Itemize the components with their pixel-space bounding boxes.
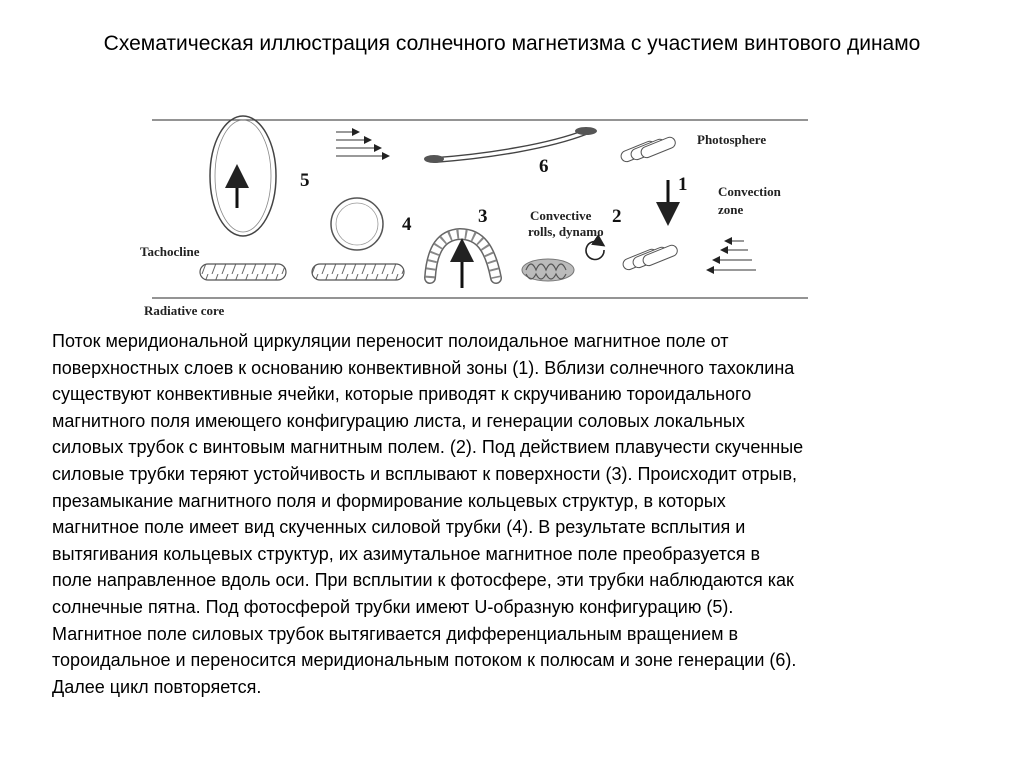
description-line: магнитное поле имеет вид скученных силов… bbox=[52, 517, 746, 538]
surface-arched-tube bbox=[424, 127, 597, 163]
solar-dynamo-diagram: Photosphere Convection zone Tachocline R… bbox=[140, 115, 808, 318]
step-number-3: 3 bbox=[478, 206, 488, 227]
rising-twisted-tube bbox=[424, 227, 502, 288]
step-number-5: 5 bbox=[300, 170, 310, 191]
convective-rolls-label-line2: rolls, dynamo bbox=[528, 224, 604, 239]
description-line: силовые трубки теряют устойчивость и всп… bbox=[52, 463, 798, 484]
surface-tube-bundle bbox=[620, 136, 676, 163]
convective-rolls-label-line1: Convective bbox=[530, 208, 592, 223]
description-line: презамыкание магнитного поля и формирова… bbox=[52, 490, 726, 511]
photosphere-label: Photosphere bbox=[697, 132, 766, 147]
description-line: вытягивания кольцевых структур, их азиму… bbox=[52, 543, 761, 564]
u-shaped-flux-loop bbox=[209, 115, 277, 237]
description-text: Поток меридиональной циркуляции переноси… bbox=[52, 328, 1012, 700]
deep-tube-bundle bbox=[622, 244, 678, 271]
description-line: солнечные пятна. Под фотосферой трубки и… bbox=[52, 596, 734, 617]
radiative-core-label: Radiative core bbox=[144, 303, 224, 318]
description-line: существуют конвективные ячейки, которые … bbox=[52, 384, 752, 405]
description-line: магнитного поля имеющего конфигурацию ли… bbox=[52, 410, 745, 431]
step-number-4: 4 bbox=[402, 214, 412, 235]
convection-zone-label-line1: Convection bbox=[718, 184, 782, 199]
description-line: силовых трубок с винтовым магнитным поле… bbox=[52, 437, 804, 458]
description-line: тороидальное и переносится меридиональны… bbox=[52, 650, 797, 671]
convection-zone-label-line2: zone bbox=[718, 202, 744, 217]
description-line: Поток меридиональной циркуляции переноси… bbox=[52, 331, 729, 351]
description-line: поверхностных слоев к основанию конвекти… bbox=[52, 357, 795, 378]
description-line: поле направленное вдоль оси. При всплыти… bbox=[52, 570, 794, 591]
surface-flow-arrows bbox=[336, 128, 390, 160]
tachocline-flux-tube-1 bbox=[199, 263, 287, 281]
deep-flow-arrows bbox=[706, 237, 756, 274]
tachocline-label: Tachocline bbox=[140, 244, 200, 259]
step-number-6: 6 bbox=[539, 156, 549, 177]
tachocline-flux-tube-2 bbox=[311, 263, 405, 281]
convective-rolls bbox=[521, 234, 606, 282]
description-line: Далее цикл повторяется. bbox=[52, 676, 262, 697]
step-number-1: 1 bbox=[678, 174, 688, 195]
description-line: Магнитное поле силовых трубок вытягивает… bbox=[52, 623, 739, 644]
page-title: Схематическая иллюстрация солнечного маг… bbox=[103, 32, 921, 55]
step-number-2: 2 bbox=[612, 206, 622, 227]
ring-flux-structure bbox=[330, 197, 384, 251]
